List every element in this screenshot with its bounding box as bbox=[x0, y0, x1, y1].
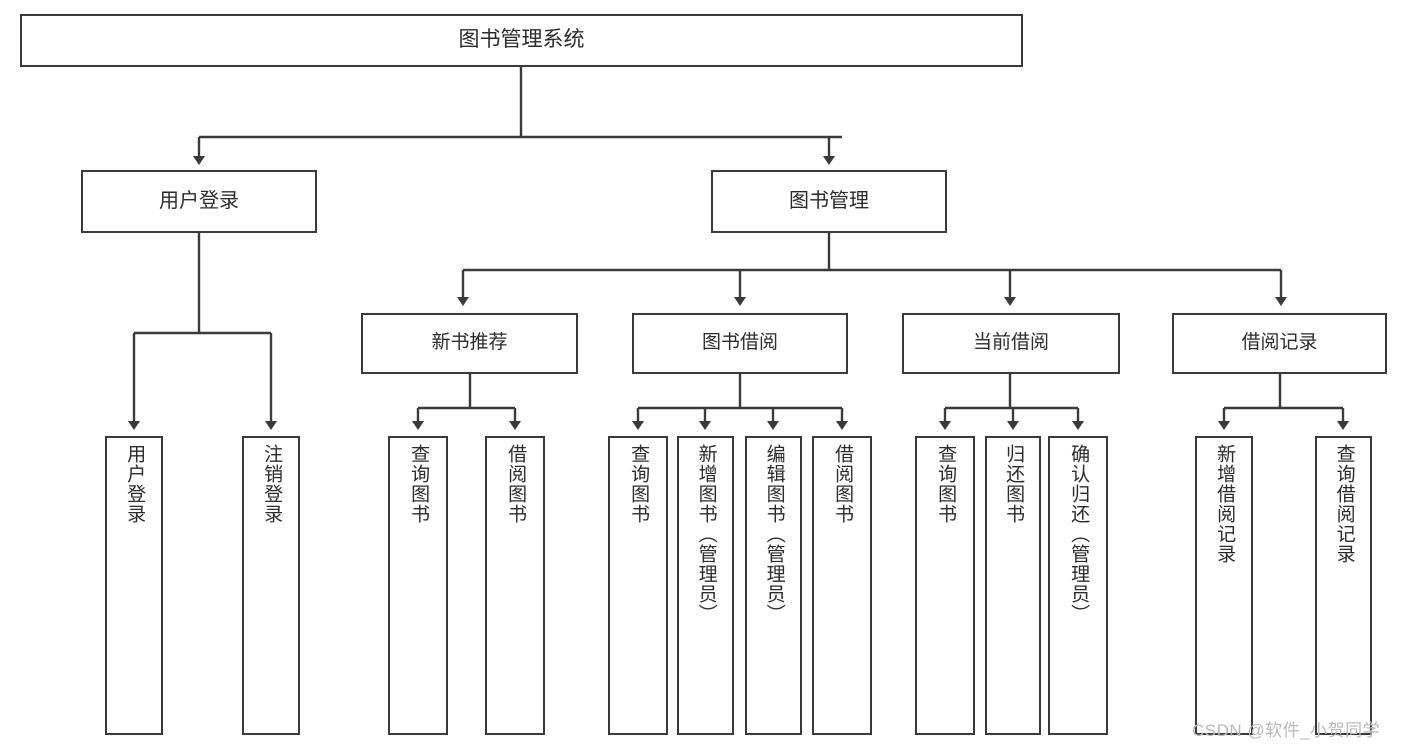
node-book-borrow[interactable]: 图书借阅 bbox=[632, 313, 848, 374]
node-leaf-logout-label: 注销登录 bbox=[261, 444, 283, 524]
node-leaf-user-login-label: 用户登录 bbox=[124, 444, 146, 524]
node-leaf-query-borrow-record-label: 查询借阅记录 bbox=[1333, 444, 1355, 564]
node-leaf-borrow-book-1-label: 借阅图书 bbox=[505, 444, 527, 524]
node-user-login-label: 用户登录 bbox=[159, 189, 239, 212]
node-leaf-query-book-2-label: 查询图书 bbox=[628, 444, 650, 524]
node-user-login[interactable]: 用户登录 bbox=[81, 170, 317, 233]
node-leaf-user-login[interactable]: 用户登录 bbox=[105, 436, 163, 735]
node-book-management[interactable]: 图书管理 bbox=[711, 170, 947, 233]
node-leaf-query-book-3[interactable]: 查询图书 bbox=[915, 436, 975, 735]
node-current-borrow[interactable]: 当前借阅 bbox=[902, 313, 1120, 374]
node-leaf-logout[interactable]: 注销登录 bbox=[242, 436, 300, 735]
node-leaf-query-book-1[interactable]: 查询图书 bbox=[388, 436, 448, 735]
node-leaf-add-book-label: 新增图书（管理员） bbox=[695, 444, 717, 624]
node-new-book-recommend-label: 新书推荐 bbox=[431, 332, 508, 354]
node-leaf-edit-book[interactable]: 编辑图书（管理员） bbox=[745, 436, 802, 735]
node-root[interactable]: 图书管理系统 bbox=[20, 14, 1023, 67]
node-leaf-edit-book-label: 编辑图书（管理员） bbox=[763, 444, 785, 624]
node-leaf-return-book-label: 归还图书 bbox=[1003, 444, 1025, 524]
node-leaf-borrow-book-1[interactable]: 借阅图书 bbox=[485, 436, 545, 735]
node-borrow-record[interactable]: 借阅记录 bbox=[1172, 313, 1387, 374]
node-leaf-query-book-3-label: 查询图书 bbox=[935, 444, 957, 524]
node-borrow-record-label: 借阅记录 bbox=[1241, 332, 1318, 354]
node-new-book-recommend[interactable]: 新书推荐 bbox=[361, 313, 578, 374]
node-leaf-return-book[interactable]: 归还图书 bbox=[985, 436, 1041, 735]
node-current-borrow-label: 当前借阅 bbox=[972, 332, 1049, 354]
node-leaf-add-borrow-record-label: 新增借阅记录 bbox=[1214, 444, 1236, 564]
node-leaf-query-book-1-label: 查询图书 bbox=[408, 444, 430, 524]
node-leaf-confirm-return[interactable]: 确认归还（管理员） bbox=[1048, 436, 1108, 735]
node-book-borrow-label: 图书借阅 bbox=[701, 332, 778, 354]
node-leaf-borrow-book-2-label: 借阅图书 bbox=[832, 444, 854, 524]
node-leaf-query-borrow-record[interactable]: 查询借阅记录 bbox=[1315, 436, 1372, 735]
node-leaf-confirm-return-label: 确认归还（管理员） bbox=[1068, 444, 1090, 624]
node-leaf-query-book-2[interactable]: 查询图书 bbox=[608, 436, 668, 735]
node-root-label: 图书管理系统 bbox=[458, 28, 585, 52]
node-leaf-borrow-book-2[interactable]: 借阅图书 bbox=[812, 436, 872, 735]
node-book-management-label: 图书管理 bbox=[789, 189, 869, 212]
node-leaf-add-book[interactable]: 新增图书（管理员） bbox=[677, 436, 734, 735]
watermark-text: CSDN @软件_小贺同学 bbox=[1192, 721, 1381, 740]
node-leaf-add-borrow-record[interactable]: 新增借阅记录 bbox=[1195, 436, 1253, 735]
